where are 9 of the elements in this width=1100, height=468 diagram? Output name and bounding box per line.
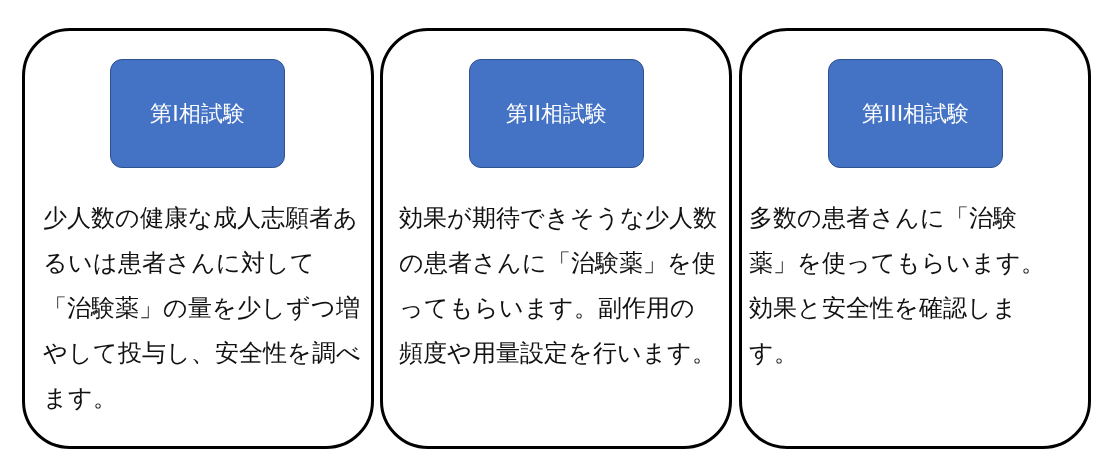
phase-label-box: 第II相試験: [469, 59, 644, 168]
phase-card: [380, 28, 732, 449]
description-text: 効果が期待できそうな少人数の患者さんに「治験薬」を使ってもらいます。副作用の頻度や用量設定を行います。: [399, 203, 717, 369]
description-text: 少人数の健康な成人志願者あるいは患者さんに対して「治験薬」の量を少しずつ増やして投与し、安全性を調べます。: [43, 203, 361, 414]
phase-label-box: 第I相試験: [110, 59, 285, 168]
phase-card: [22, 28, 374, 449]
description-text: 多数の患者さんに「治験薬」を使ってもらいます。効果と安全性を確認します。: [749, 203, 1045, 369]
phase-card: [739, 28, 1091, 449]
phase-label-box: 第III相試験: [828, 59, 1003, 168]
